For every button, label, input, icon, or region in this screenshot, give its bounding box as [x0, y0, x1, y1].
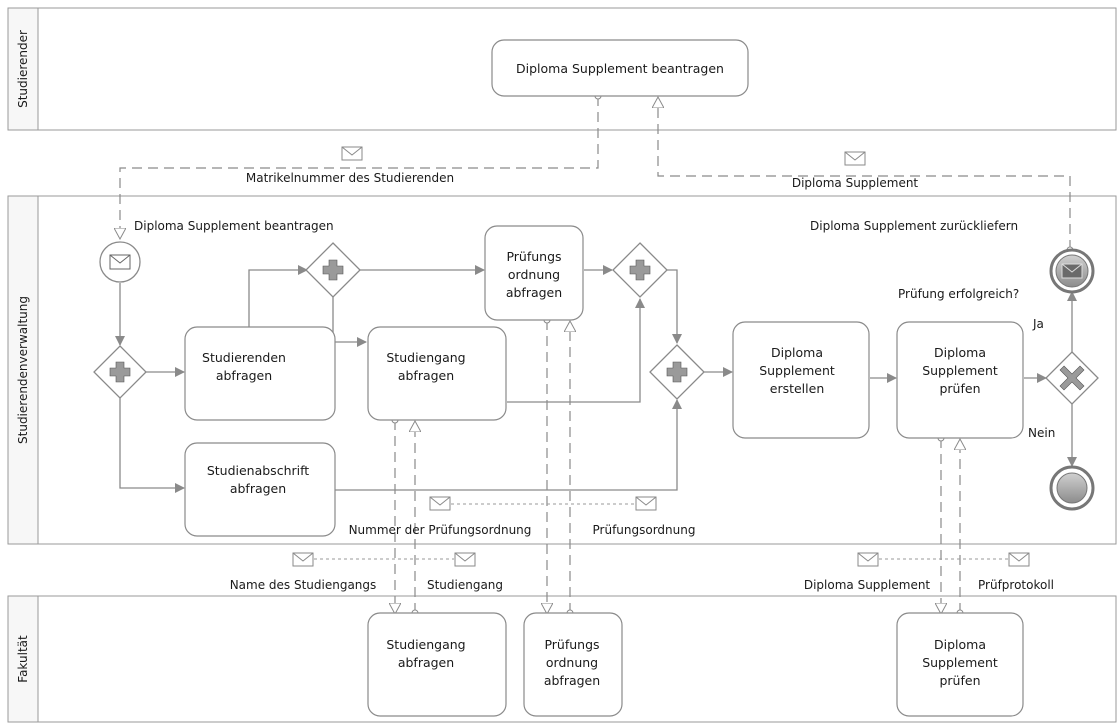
- envelope-icon: [844, 151, 866, 166]
- plus-icon: [109, 361, 131, 383]
- envelope-icon: [109, 254, 131, 270]
- plus-icon: [322, 259, 344, 281]
- msg-label-pruefprotokoll: Prüfprotokoll: [978, 578, 1054, 592]
- task-label: Studiengang: [386, 637, 465, 652]
- task-label: prüfen: [939, 673, 980, 688]
- task-fak-pruefungsordnung-abfragen: [523, 612, 623, 717]
- end-message-event-label: Diploma Supplement zurückliefern: [810, 219, 1018, 233]
- message-flows: [120, 96, 1070, 613]
- plus-icon: [629, 259, 651, 281]
- task-label: Prüfungs: [506, 249, 561, 264]
- exclusive-gateway: [1045, 351, 1099, 405]
- envelope-icon: [1061, 263, 1083, 279]
- task-label: abfragen: [544, 673, 600, 688]
- envelope-icon: [292, 552, 314, 567]
- task-label: abfragen: [230, 481, 286, 496]
- task-label: abfragen: [398, 655, 454, 670]
- msg-label-matrikelnummer: Matrikelnummer des Studierenden: [246, 171, 454, 185]
- parallel-gateway: [305, 242, 361, 298]
- envelope-icon: [857, 552, 879, 567]
- msg-label-diploma-supplement-bottom: Diploma Supplement: [804, 578, 931, 592]
- envelope-icon: [429, 496, 451, 511]
- msg-label-name-studiengang: Name des Studiengangs: [230, 578, 377, 592]
- task-label: abfragen: [216, 368, 272, 383]
- task-label: Diploma: [771, 345, 823, 360]
- task-fak-ds-pruefen: [896, 612, 1024, 717]
- msg-label-pruefungsordnung: Prüfungsordnung: [593, 523, 696, 537]
- message-start-event: [99, 241, 141, 283]
- task-label: Diploma Supplement beantragen: [516, 61, 724, 76]
- msgflow-diploma-supplement: [658, 98, 1070, 250]
- gateway-question: Prüfung erfolgreich?: [898, 287, 1019, 301]
- msg-label-nummer-pruefungsordnung: Nummer der Prüfungsordnung: [349, 523, 532, 537]
- start-event-label: Diploma Supplement beantragen: [134, 219, 334, 233]
- envelope-icon: [1008, 552, 1030, 567]
- parallel-gateway: [649, 344, 705, 400]
- task-label: Supplement: [759, 363, 835, 378]
- sequence-flows: [115, 265, 1077, 493]
- task-fak-studiengang-abfragen: [367, 612, 507, 717]
- message-end-event: [1049, 248, 1095, 294]
- parallel-gateway: [612, 242, 668, 298]
- task-ds-beantragen: [491, 39, 749, 97]
- end-event: [1049, 465, 1095, 511]
- task-label: Studiengang: [386, 350, 465, 365]
- task-studiengang-abfragen: [367, 326, 507, 421]
- msg-label-diploma-supplement-top: Diploma Supplement: [792, 176, 919, 190]
- plus-icon: [666, 361, 688, 383]
- task-label: prüfen: [939, 381, 980, 396]
- task-label: abfragen: [398, 368, 454, 383]
- pool-label-studierender: Studierender: [16, 30, 30, 108]
- task-label: Diploma: [934, 637, 986, 652]
- pool-label-fakultaet: Fakultät: [16, 635, 30, 683]
- task-studienabschrift-abfragen: [184, 442, 336, 537]
- envelope-icon: [454, 552, 476, 567]
- gateway-no-label: Nein: [1028, 426, 1055, 440]
- task-label: Supplement: [922, 655, 998, 670]
- task-label: Diploma: [934, 345, 986, 360]
- task-ds-erstellen: [732, 321, 870, 439]
- task-label: Studierenden: [202, 350, 286, 365]
- envelope-icon: [341, 146, 363, 161]
- task-label: Prüfungs: [544, 637, 599, 652]
- task-label: ordnung: [546, 655, 598, 670]
- gateway-yes-label: Ja: [1032, 317, 1044, 331]
- msgflow-matrikelnummer: [120, 96, 598, 238]
- msg-label-studiengang: Studiengang: [427, 578, 503, 592]
- task-label: abfragen: [506, 285, 562, 300]
- task-pruefungsordnung-abfragen: [484, 225, 584, 321]
- task-label: Supplement: [922, 363, 998, 378]
- parallel-gateway: [93, 345, 147, 399]
- task-label: erstellen: [770, 381, 825, 396]
- task-label: ordnung: [508, 267, 560, 282]
- x-icon: [1059, 365, 1085, 391]
- task-label: Studienabschrift: [207, 463, 309, 478]
- envelope-icon: [635, 496, 657, 511]
- pool-label-verwaltung: Studierendenverwaltung: [16, 296, 30, 444]
- task-ds-pruefen: [896, 321, 1024, 439]
- task-studierenden-abfragen: [184, 326, 336, 421]
